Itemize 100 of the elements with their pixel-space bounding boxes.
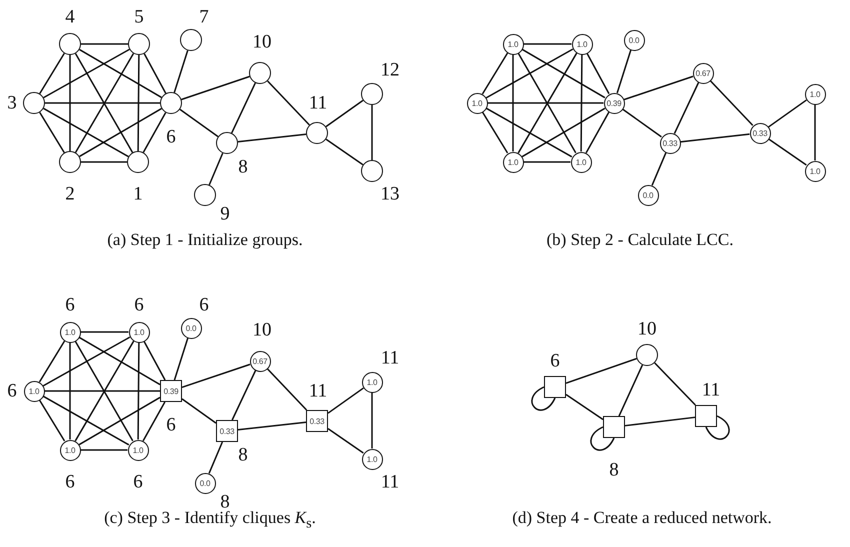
edge-line <box>371 105 373 160</box>
graph-node <box>361 160 383 182</box>
edge-line <box>137 342 140 440</box>
edge-line <box>44 390 160 392</box>
graph-node <box>24 380 44 402</box>
edge-line <box>512 54 514 152</box>
node-label: 6 <box>65 472 75 492</box>
group-node <box>160 380 182 402</box>
node-label: 6 <box>166 416 176 434</box>
edge-line <box>69 55 71 151</box>
coefficient-value: 0.33 <box>220 426 234 436</box>
node-label: 11 <box>380 472 400 492</box>
node-label: 11 <box>702 380 720 400</box>
group-node <box>306 410 328 432</box>
edge-line <box>654 362 696 406</box>
edge-line <box>42 336 130 386</box>
coefficient-value: 0.33 <box>662 138 678 148</box>
graph-node <box>570 152 592 172</box>
edge-line <box>522 48 606 98</box>
coefficient-value: 1.0 <box>64 446 76 454</box>
edge-line <box>618 364 644 416</box>
node-label: 10 <box>638 320 656 338</box>
coefficient-value: 1.0 <box>576 40 588 48</box>
graph-node <box>194 184 216 206</box>
edge-line <box>482 112 508 154</box>
graph-node <box>636 344 658 366</box>
edge-line <box>624 76 694 100</box>
graph-node <box>804 160 826 182</box>
graph-node <box>306 122 328 144</box>
coefficient-value: 1.0 <box>576 158 586 166</box>
coefficient-value: 0.0 <box>642 190 654 200</box>
graph-node <box>216 132 238 154</box>
panel-caption: (b) Step 2 - Calculate LCC. <box>546 230 734 250</box>
graph-node <box>128 322 150 342</box>
coefficient-value: 0.39 <box>606 98 622 108</box>
node-label: 6 <box>134 296 144 314</box>
edge-line <box>524 161 570 163</box>
edge-line <box>622 108 662 138</box>
node-label: 7 <box>199 8 209 26</box>
edge-line <box>208 442 224 474</box>
edge-line <box>616 50 632 94</box>
edge-line <box>81 161 127 163</box>
node-label: 3 <box>7 94 17 112</box>
edge-line <box>142 402 166 442</box>
edge-line <box>624 416 696 426</box>
edge-line <box>488 102 604 104</box>
edge-line <box>328 387 364 414</box>
coefficient-value: 0.39 <box>164 386 178 396</box>
node-label: 8 <box>238 158 248 176</box>
edge-line <box>180 108 218 138</box>
node-label: 10 <box>252 32 272 52</box>
edge-line <box>174 50 188 93</box>
edge-line <box>768 138 807 166</box>
edge-line <box>326 100 364 128</box>
node-label: 1 <box>133 184 143 204</box>
graph-node <box>250 350 270 372</box>
group-node <box>695 405 717 427</box>
edge-line <box>266 368 308 411</box>
node-label: 6 <box>133 472 143 492</box>
edge-line <box>42 396 130 446</box>
coefficient-value: 0.67 <box>252 356 268 366</box>
coefficient-value: 0.0 <box>200 478 210 488</box>
node-label: 8 <box>609 460 619 480</box>
coefficient-value: 1.0 <box>508 158 518 166</box>
graph-node <box>60 440 80 460</box>
edge-line <box>137 55 140 151</box>
graph-node <box>750 122 770 144</box>
graph-node <box>362 448 382 470</box>
edge-line <box>580 54 583 152</box>
edge-line <box>182 364 250 388</box>
graph-node <box>60 322 80 342</box>
graph-node <box>59 33 81 55</box>
edge-line <box>78 396 160 446</box>
node-label: 8 <box>238 446 248 464</box>
edge-line <box>267 80 310 126</box>
edge-line <box>566 394 604 420</box>
edge-line <box>38 400 66 442</box>
coefficient-value: 0.33 <box>310 416 324 426</box>
edge-line <box>238 421 306 431</box>
edge-line <box>586 52 610 94</box>
edge-line <box>38 340 66 382</box>
edge-line <box>328 428 364 454</box>
node-label: 6 <box>65 296 75 314</box>
graph-node <box>362 372 382 392</box>
edge-line <box>768 99 807 128</box>
edge-line <box>524 43 572 45</box>
graph-node <box>23 92 45 114</box>
coefficient-value: 0.0 <box>186 324 196 332</box>
group-node <box>603 416 625 438</box>
coefficient-value: 1.0 <box>366 454 378 464</box>
graph-node <box>180 318 202 338</box>
node-label: 2 <box>65 184 75 204</box>
node-label: 6 <box>7 382 17 400</box>
edge-line <box>566 358 637 384</box>
edge-line <box>482 52 508 94</box>
coefficient-value: 1.0 <box>64 328 76 336</box>
graph-node <box>572 34 592 54</box>
edge-line <box>814 104 816 160</box>
node-label: 13 <box>380 184 400 204</box>
graph-node <box>502 34 524 54</box>
